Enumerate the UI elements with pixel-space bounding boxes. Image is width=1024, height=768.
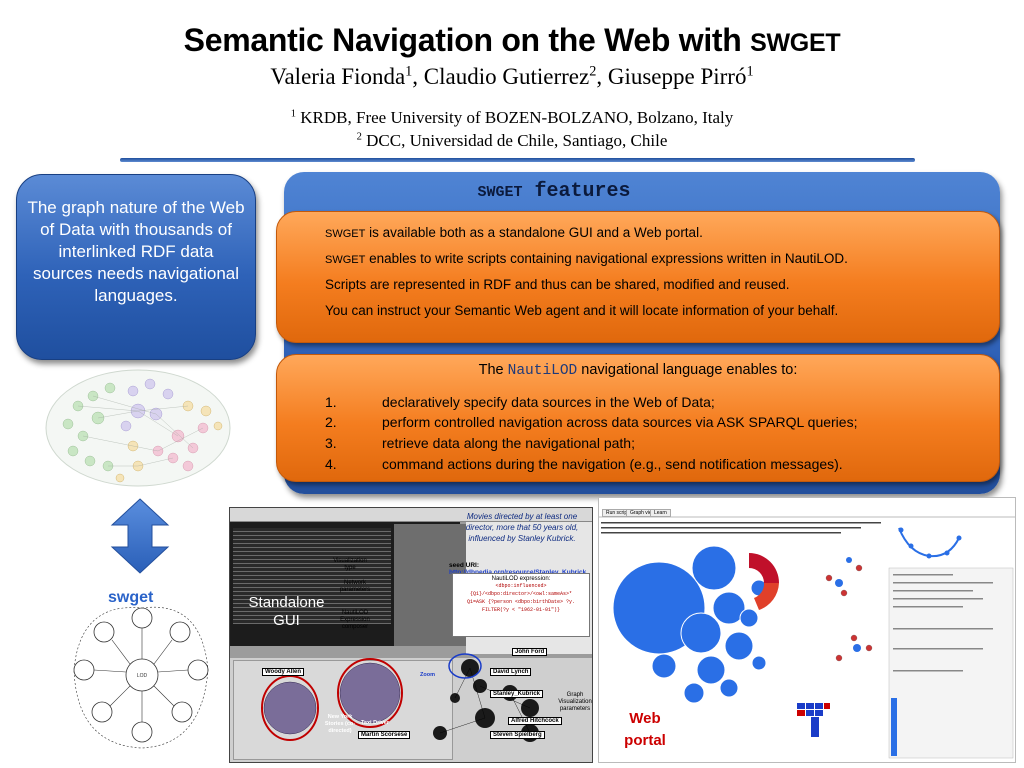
features-title: SWGET features xyxy=(284,180,824,203)
expression-composer-label: NautiLOD Expression composer xyxy=(340,610,370,630)
list-number: 2. xyxy=(325,414,337,430)
author-sep: , xyxy=(412,64,424,89)
author-sup: 2 xyxy=(589,63,597,80)
author-sup: 1 xyxy=(405,63,413,80)
affiliation-sup: 1 xyxy=(290,108,297,120)
feature-item: Scripts are represented in RDF and thus … xyxy=(325,277,790,292)
list-item: declaratively specify data sources in th… xyxy=(382,394,715,410)
expression-title: NautiLOD expression: xyxy=(491,576,551,582)
graph-viz-params-label: Graph Visualization parameters xyxy=(558,692,592,712)
swget-architecture-diagram: swget LOD xyxy=(73,589,209,749)
feature-item: SWGET enables to write scripts containin… xyxy=(325,251,848,266)
features-box xyxy=(276,211,1000,343)
visualization-type-label: Visualization type xyxy=(333,558,367,571)
svg-text:LOD: LOD xyxy=(137,673,148,679)
nautilod-intro: The NautiLOD navigational language enabl… xyxy=(276,362,1000,379)
node-label-john-ford: John Ford xyxy=(512,648,548,656)
affiliation-sup: 2 xyxy=(356,131,362,143)
expression-line: Q1=ASK {?person <dbpo:birthDate> ?y. xyxy=(466,599,576,605)
web-portal-visualization xyxy=(599,516,1015,759)
network-parameters-label: Network parameters xyxy=(339,580,371,593)
header-divider xyxy=(120,158,915,162)
affiliation-text: KRDB, Free University of BOZEN-BOLZANO, … xyxy=(300,108,734,127)
list-item: command actions during the navigation (e… xyxy=(382,456,843,472)
feature-item: SWGET is available both as a standalone … xyxy=(325,225,703,240)
affiliation-1: 1 KRDB, Free University of BOZEN-BOLZANO… xyxy=(0,108,1024,128)
nautilod-intro-after: navigational language enables to: xyxy=(581,362,798,378)
nautilod-intro-before: The xyxy=(478,362,504,378)
title-swget: SWGET xyxy=(750,29,841,57)
author-name: Giuseppe Pirró xyxy=(607,64,747,89)
list-item: retrieve data along the navigational pat… xyxy=(382,435,635,451)
web-label-line2: portal xyxy=(624,732,666,749)
expression-line: FILTER(?y < "1962-01-01")} xyxy=(481,607,560,613)
seed-uri-value: http://dbpedia.org/resource/Stanley_Kubr… xyxy=(449,569,586,576)
feature-text: You can instruct your Semantic Web agent… xyxy=(325,303,839,318)
features-title-text: features xyxy=(534,180,631,203)
affiliation-2: 2 DCC, Universidad de Chile, Santiago, C… xyxy=(0,131,1024,151)
seed-uri: seed URI: http://dbpedia.org/resource/St… xyxy=(449,562,593,576)
author-sep: , xyxy=(596,64,608,89)
author-name: Claudio Gutierrez xyxy=(423,64,590,89)
poster-title: Semantic Navigation on the Web with SWGE… xyxy=(0,22,1024,59)
feature-text: Scripts are represented in RDF and thus … xyxy=(325,277,790,292)
list-number: 4. xyxy=(325,456,337,472)
feature-prefix: SWGET xyxy=(325,254,366,266)
node-label-new-york-stories: New York Stories (co-directed) xyxy=(324,714,356,734)
list-item: perform controlled navigation across dat… xyxy=(382,414,858,430)
web-portal-label: Web portal xyxy=(604,708,686,752)
feature-item: You can instruct your Semantic Web agent… xyxy=(325,303,838,318)
affiliation-text: DCC, Universidad de Chile, Santiago, Chi… xyxy=(366,131,668,150)
web-label-line1: Web xyxy=(629,710,661,727)
node-label-stanley-kubrick: Stanley_Kubrick xyxy=(490,690,544,698)
node-label-woody-allen: Woody Allen xyxy=(262,668,304,676)
list-number: 3. xyxy=(325,435,337,451)
tab-learn[interactable]: Learn xyxy=(650,509,671,517)
author-name: Valeria Fionda xyxy=(270,64,406,89)
node-label-alfred-hitchcock: Alfred Hitchcock xyxy=(508,717,562,725)
node-label-martin-scorsese: Martin Scorsese xyxy=(358,731,411,739)
swget-logo: swget xyxy=(108,589,154,606)
node-label-david-lynch: David Lynch xyxy=(490,668,532,676)
movie-question: Movies directed by at least one director… xyxy=(465,512,579,543)
author-sup: 1 xyxy=(746,63,754,80)
nautilod-box xyxy=(276,354,1000,482)
expression-line: <dbpo:influenced>{Q1}/<dbpo:director>/<o… xyxy=(469,583,573,597)
motivation-text: The graph nature of the Web of Data with… xyxy=(27,198,245,305)
title-main: Semantic Navigation on the Web with xyxy=(183,22,742,58)
web-portal-screenshot xyxy=(598,497,1016,763)
standalone-gui-screenshot xyxy=(229,507,593,763)
feature-text: is available both as a standalone GUI an… xyxy=(369,225,703,240)
lod-cloud-image xyxy=(45,369,231,487)
motivation-box: The graph nature of the Web of Data with… xyxy=(16,174,256,360)
standalone-gui-label: Standalone GUI xyxy=(229,594,344,630)
double-arrow-icon xyxy=(110,498,170,574)
list-number: 1. xyxy=(325,394,337,410)
gui-label-line2: GUI xyxy=(273,612,300,629)
nautilod-name: NautiLOD xyxy=(507,363,578,379)
feature-text: enables to write scripts containing navi… xyxy=(369,251,848,266)
gui-graph-visualization xyxy=(261,653,539,742)
nautilod-expression-box: NautiLOD expression: <dbpo:influenced>{Q… xyxy=(452,573,590,637)
node-label-taxi-driver: Taxi Driver xyxy=(360,720,390,726)
gui-label-line1: Standalone xyxy=(248,594,325,611)
author-list: Valeria Fionda1, Claudio Gutierrez2, Giu… xyxy=(0,64,1024,90)
node-label-steven-spielberg: Steven Spielberg xyxy=(490,731,545,739)
zoom-label: Zoom xyxy=(420,672,435,678)
features-title-swget: SWGET xyxy=(477,184,523,201)
seed-uri-label: seed URI: xyxy=(449,562,479,569)
feature-prefix: SWGET xyxy=(325,228,366,240)
gui-toolbar xyxy=(230,508,592,522)
gui-code-area xyxy=(233,528,391,624)
